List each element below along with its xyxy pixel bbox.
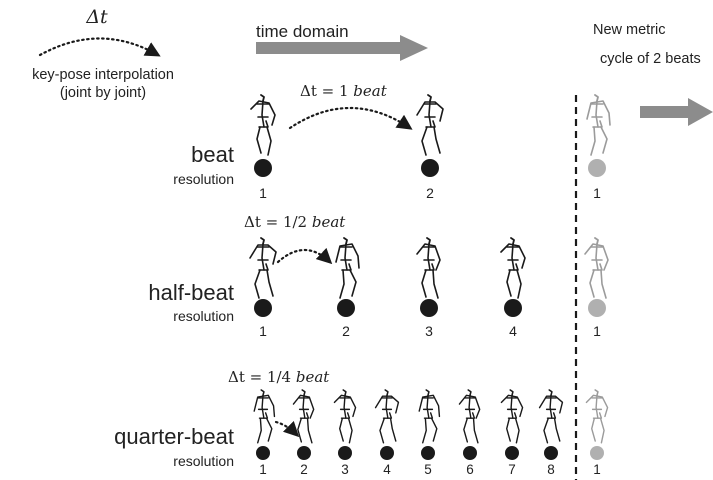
figure-half-beat-next: [584, 237, 609, 299]
row-label-quarter-beat: quarter-beat: [114, 424, 234, 449]
beat-dot-quarter-beat-4: [380, 446, 394, 460]
row-label-half-beat: half-beat: [148, 280, 234, 305]
figure-half-beat-1: [249, 237, 277, 299]
beat-dot-quarter-beat-5: [421, 446, 435, 460]
dt-labels: Δt = 1 beat Δt = 1/2 beat Δt = 1/4 beat: [228, 82, 388, 386]
legend: Δt key-pose interpolation (joint by join…: [32, 6, 174, 101]
legend-interp-line2: (joint by joint): [60, 85, 146, 101]
figure-beat-next: [586, 94, 611, 156]
beat-dot-beat-2: [421, 159, 439, 177]
time-domain-arrow: [256, 35, 428, 61]
interp-arrow-half-beat: [276, 247, 333, 265]
beat-number-quarter-beat-2: 2: [300, 462, 308, 477]
beat-dot-quarter-beat-1: [256, 446, 270, 460]
row-sublabel-half-beat: resolution: [173, 308, 234, 324]
legend-interpolation-arrow: [38, 37, 161, 57]
dt-label-quarter-beat: Δt = 1/4 beat: [228, 368, 330, 386]
figure-beat-1: [250, 94, 276, 156]
figure-half-beat-4: [500, 237, 526, 299]
beat-number-half-beat-3: 3: [425, 323, 433, 339]
interp-arrow-beat: [288, 106, 413, 130]
beat-dot-half-beat-2: [337, 299, 355, 317]
row-sublabel-beat: resolution: [173, 171, 234, 187]
beat-dot-half-beat-1: [254, 299, 272, 317]
beat-number-quarter-beat-6: 6: [466, 462, 474, 477]
legend-delta-t: Δt: [85, 6, 108, 28]
rows-layer: 1 2 1 1 2 3 4 1 1 2 3 4 5 6 7 8 1: [249, 94, 611, 477]
interp-arrow-quarter-beat: [274, 420, 300, 438]
beat-number-half-beat-2: 2: [342, 323, 350, 339]
dt-label-beat: Δt = 1 beat: [300, 82, 388, 100]
beat-dot-quarter-beat-3: [338, 446, 352, 460]
beat-number-quarter-beat-next: 1: [593, 462, 601, 477]
beat-number-half-beat-1: 1: [259, 323, 267, 339]
beat-number-beat-next: 1: [593, 185, 601, 201]
figure-quarter-beat-3: [333, 389, 357, 444]
figure-quarter-beat-4: [374, 389, 400, 444]
new-cycle-header: New metric cycle of 2 beats: [593, 22, 713, 126]
figure-quarter-beat-8: [538, 389, 564, 444]
beat-dot-quarter-beat-next: [590, 446, 604, 460]
figure-quarter-beat-next: [585, 389, 609, 444]
figure-beat-2: [416, 94, 444, 156]
figure-half-beat-2: [335, 237, 360, 299]
figure-quarter-beat-2: [292, 389, 315, 444]
figure-quarter-beat-6: [458, 389, 481, 444]
beat-number-quarter-beat-7: 7: [508, 462, 516, 477]
beat-dot-quarter-beat-7: [505, 446, 519, 460]
beat-dot-quarter-beat-2: [297, 446, 311, 460]
beat-number-quarter-beat-5: 5: [424, 462, 432, 477]
beat-number-half-beat-next: 1: [593, 323, 601, 339]
new-cycle-line1: New metric: [593, 22, 666, 38]
figure-quarter-beat-7: [500, 389, 524, 444]
figure-quarter-beat-5: [418, 389, 441, 444]
beat-number-beat-1: 1: [259, 185, 267, 201]
row-label-beat: beat: [191, 142, 234, 167]
beat-number-quarter-beat-3: 3: [341, 462, 349, 477]
figure-half-beat-3: [416, 237, 441, 299]
beat-dot-quarter-beat-6: [463, 446, 477, 460]
row-sublabel-quarter-beat: resolution: [173, 453, 234, 469]
beat-dot-half-beat-next: [588, 299, 606, 317]
beat-number-half-beat-4: 4: [509, 323, 517, 339]
legend-interp-line1: key-pose interpolation: [32, 67, 174, 83]
time-domain-label: time domain: [256, 22, 349, 41]
new-cycle-line2: cycle of 2 beats: [600, 51, 701, 67]
beat-dot-beat-next: [588, 159, 606, 177]
dt-label-half-beat: Δt = 1/2 beat: [244, 213, 346, 231]
beat-dot-beat-1: [254, 159, 272, 177]
time-domain-header: time domain: [256, 22, 428, 61]
beat-dot-half-beat-3: [420, 299, 438, 317]
figure-quarter-beat-1: [253, 389, 276, 444]
row-labels: beat resolution half-beat resolution qua…: [114, 142, 234, 469]
beat-number-beat-2: 2: [426, 185, 434, 201]
beat-dot-half-beat-4: [504, 299, 522, 317]
beat-dot-quarter-beat-8: [544, 446, 558, 460]
beat-number-quarter-beat-4: 4: [383, 462, 391, 477]
beat-number-quarter-beat-1: 1: [259, 462, 267, 477]
next-cycle-arrow: [640, 98, 713, 126]
interp-arrows: [274, 106, 413, 438]
beat-number-quarter-beat-8: 8: [547, 462, 555, 477]
